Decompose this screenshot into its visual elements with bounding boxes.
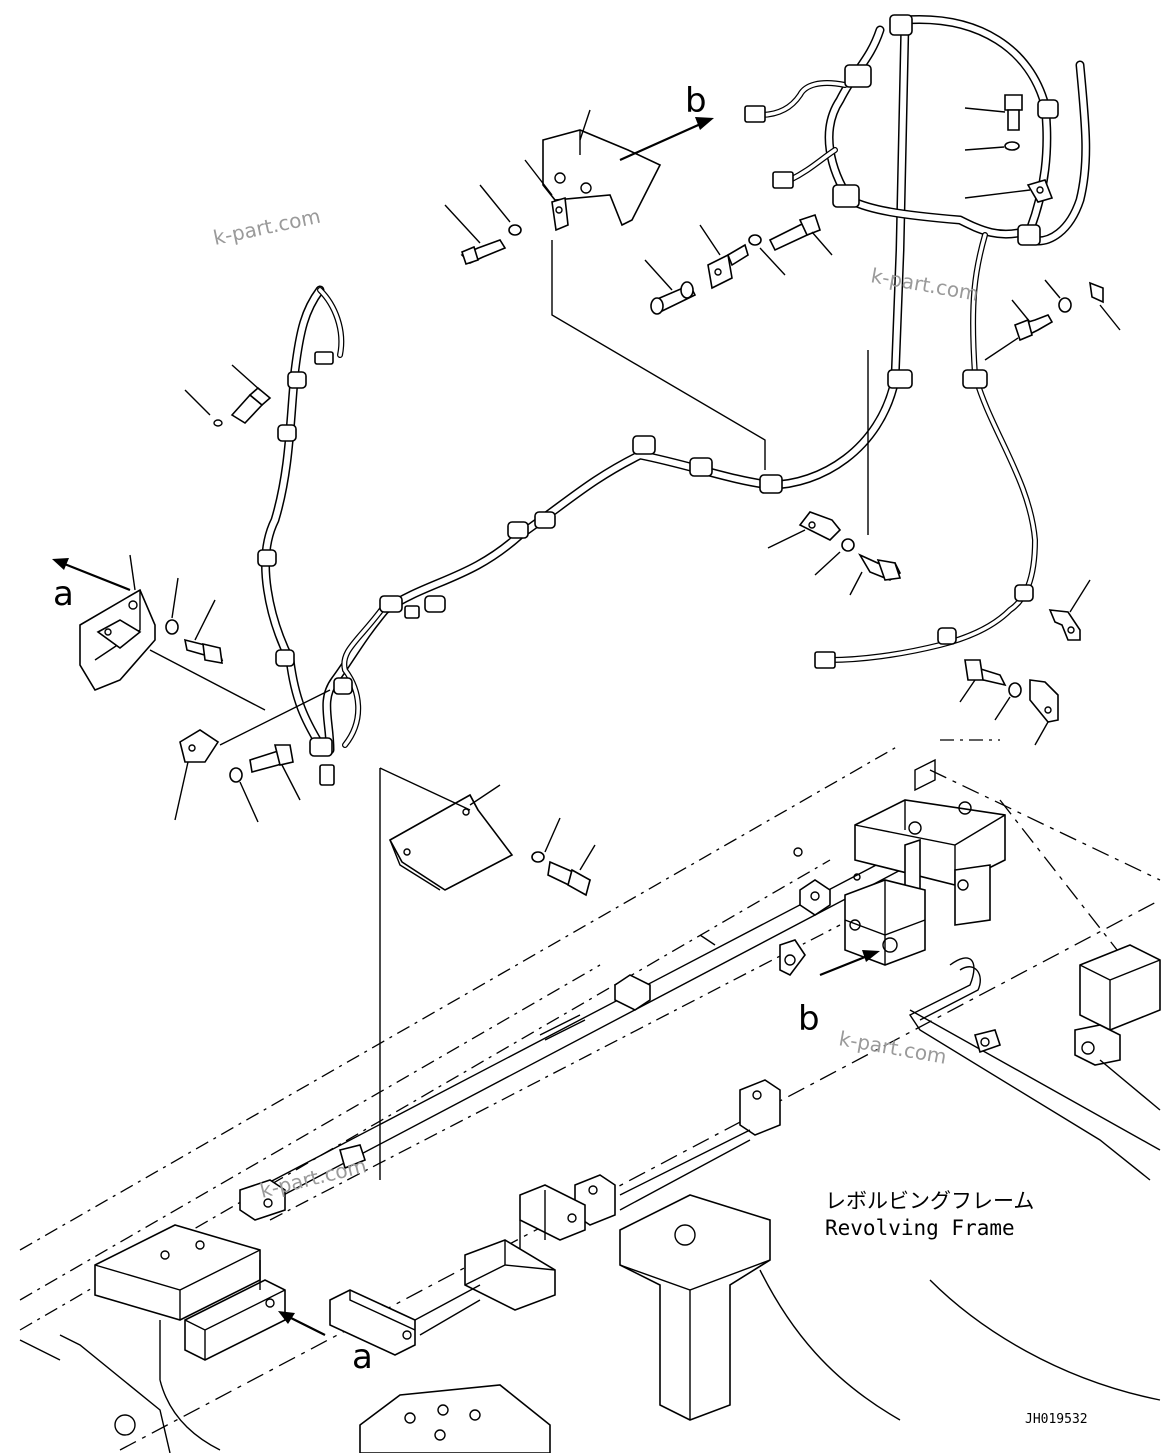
bracket-middle-right — [767, 350, 902, 596]
ref-label-a-bottom: a — [352, 1337, 373, 1377]
harness-clamps — [257, 14, 1059, 757]
watermark: k-part.com — [211, 204, 323, 250]
bracket-right — [1048, 579, 1091, 641]
bracket-top-center — [444, 109, 766, 470]
watermark: k-part.com — [257, 1153, 368, 1203]
bracket-left-a — [52, 554, 266, 711]
spacer-and-clip-center — [644, 213, 833, 315]
ref-label-b-bottom: b — [798, 999, 820, 1039]
bracket-lower-center — [379, 767, 596, 1180]
ref-label-b-top: b — [685, 81, 707, 121]
bolt-stack-right-lower — [959, 659, 1059, 746]
bracket-lower-left — [174, 689, 331, 823]
frame-caption-japanese: レボルビングフレーム — [825, 1189, 1034, 1213]
bolt-stack-top-right — [964, 94, 1121, 361]
drawing-code: JH019532 — [1025, 1412, 1088, 1427]
wiring-harness — [257, 14, 1091, 786]
revolving-frame — [19, 739, 1161, 1453]
arrow-a-bottom — [284, 1314, 326, 1336]
temperature-sensor — [184, 364, 272, 427]
arrow-b-bottom — [819, 953, 871, 977]
ref-label-a-top: a — [53, 574, 74, 614]
frame-caption-english: Revolving Frame — [825, 1216, 1015, 1240]
watermark: k-part.com — [869, 263, 980, 306]
